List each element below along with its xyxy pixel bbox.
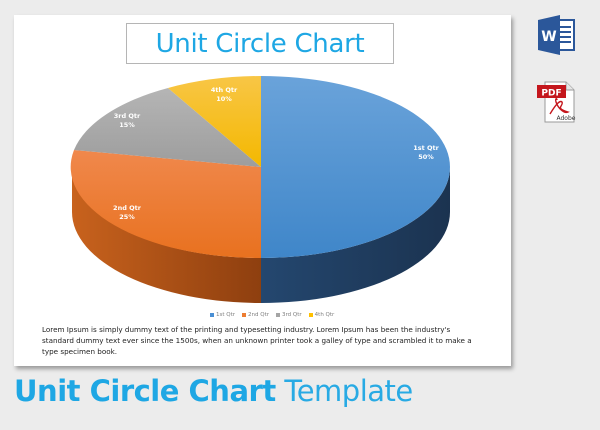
legend-item-q1: 1st Qtr: [210, 312, 235, 318]
pie-side-q2: [72, 167, 261, 303]
pie-side-q1: [261, 167, 450, 303]
legend-item-q3: 3rd Qtr: [276, 312, 302, 318]
label-q1-pct: 50%: [418, 153, 434, 161]
pdf-adobe-icon[interactable]: PDF Adobe: [536, 78, 576, 124]
legend-swatch-q4: [308, 313, 313, 317]
label-q2-name: 2nd Qtr: [113, 204, 142, 212]
page-title-bold: Unit Circle Chart: [14, 374, 276, 408]
legend-label-q1: 1st Qtr: [216, 312, 236, 318]
body-paragraph: Lorem Ipsum is simply dummy text of the …: [42, 325, 472, 356]
pie-slice-q1: [261, 76, 450, 258]
legend-swatch-q3: [276, 313, 281, 317]
label-q3-name: 3rd Qtr: [114, 112, 141, 120]
pdf-badge-text: PDF: [541, 89, 561, 99]
page-title: Unit Circle Chart Template: [14, 374, 413, 408]
legend-swatch-q2: [242, 313, 247, 317]
legend-label-q3: 3rd Qtr: [282, 312, 302, 318]
label-q4-pct: 10%: [216, 95, 232, 103]
document-preview-card: Unit Circle Chart: [14, 15, 511, 366]
legend-swatch-q1: [210, 313, 214, 317]
pdf-caption: Adobe: [557, 115, 576, 122]
label-q3-pct: 15%: [119, 121, 135, 129]
label-q4-name: 4th Qtr: [211, 86, 238, 94]
legend-label-q2: 2nd Qtr: [248, 312, 270, 318]
word-document-icon[interactable]: W: [536, 14, 576, 56]
chart-title: Unit Circle Chart: [126, 23, 394, 64]
legend-item-q2: 2nd Qtr: [242, 312, 269, 318]
page-title-light: Template: [284, 374, 413, 408]
label-q2-pct: 25%: [119, 213, 135, 221]
label-q1-name: 1st Qtr: [413, 144, 439, 152]
legend-label-q4: 4th Qtr: [314, 312, 335, 318]
pie-slice-q2: [70, 150, 261, 259]
chart-legend: 1st Qtr 2nd Qtr 3rd Qtr 4th Qtr: [210, 312, 334, 318]
legend-item-q4: 4th Qtr: [308, 312, 335, 318]
pie-slice-q3: [74, 88, 261, 167]
word-letter: W: [541, 29, 556, 45]
pie-slice-q4: [168, 76, 261, 167]
pie-chart-3d: 1st Qtr 50% 2nd Qtr 25% 3rd Qtr 15% 4th …: [70, 76, 450, 303]
